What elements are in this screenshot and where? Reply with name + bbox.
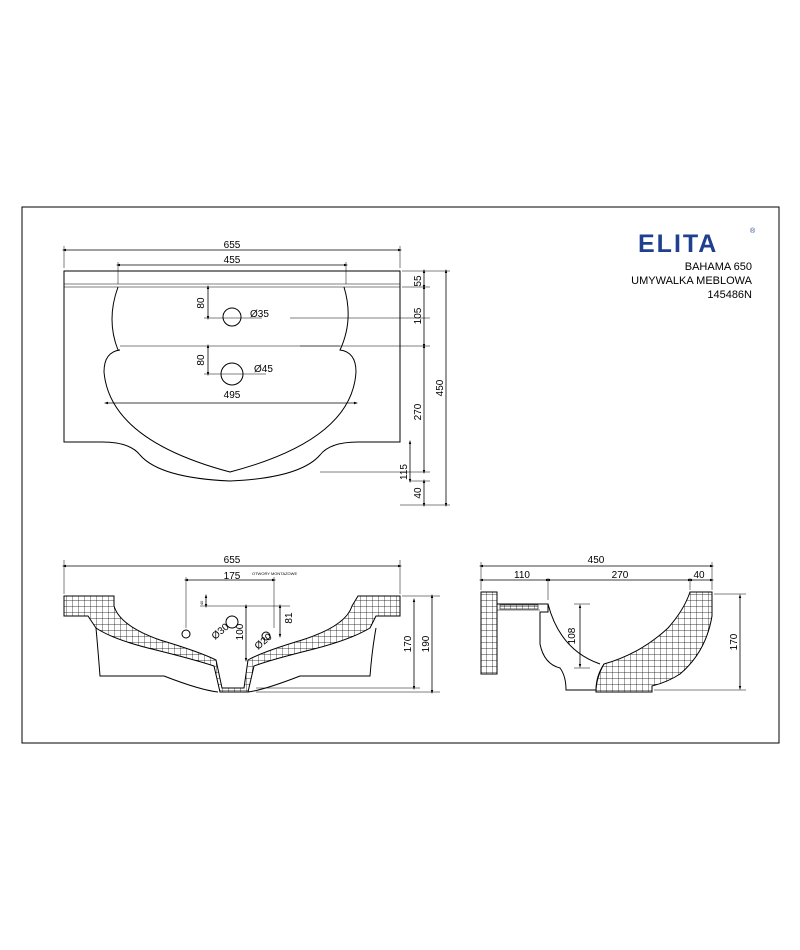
dim-80-b: 80 xyxy=(196,354,207,366)
dim-bowl-width: 495 xyxy=(224,390,241,401)
hole-20 xyxy=(261,631,271,641)
dim-depth-total: 450 xyxy=(435,379,446,396)
elita-logo: ELITA xyxy=(638,230,718,258)
dim-100-front: 100 xyxy=(235,623,246,640)
dim-side-height-170: 170 xyxy=(729,633,740,650)
front-view: 655 175 OTWORY MONTAŻOWE 40 Ø30 100 Ø20 … xyxy=(62,555,440,694)
dim-front-width: 655 xyxy=(224,555,241,566)
hole-30 xyxy=(225,615,239,629)
model-name: BAHAMA 650 xyxy=(685,261,752,273)
tap-hole xyxy=(222,307,242,327)
product-code: 145486N xyxy=(707,289,752,301)
dim-rim-depth: 55 xyxy=(413,275,424,287)
dim-width-inner: 455 xyxy=(224,255,241,266)
product-description: UMYWALKA MEBLOWA xyxy=(631,275,752,287)
hole-b-label: Ø45 xyxy=(254,364,273,375)
drawing-frame xyxy=(21,206,780,744)
dim-side-270: 270 xyxy=(612,570,629,581)
dim-height-170-front: 170 xyxy=(403,635,414,652)
side-back-hatch xyxy=(480,591,498,675)
dim-front-depth: 115 xyxy=(399,464,410,480)
dim-width-overall: 655 xyxy=(224,240,241,251)
dim-side-40: 40 xyxy=(693,570,705,581)
dim-drain-height: 108 xyxy=(567,627,578,644)
top-view-bowl xyxy=(103,286,357,473)
top-view-outline xyxy=(63,270,401,482)
dim-front-lip: 40 xyxy=(413,487,424,499)
front-section-hatch xyxy=(63,595,401,693)
hole-a-label: Ø35 xyxy=(250,309,269,320)
dim-side-110: 110 xyxy=(514,570,530,581)
dim-80-a: 80 xyxy=(196,297,207,309)
hole-20-label: Ø20 xyxy=(253,631,275,652)
side-view: 450 110 270 40 108 170 xyxy=(479,555,746,693)
dim-to-tap-hole: 105 xyxy=(413,307,424,324)
dim-81-front: 81 xyxy=(284,612,295,624)
registered-mark: ® xyxy=(750,227,756,235)
dim-height-190-front: 190 xyxy=(421,635,432,652)
dim-40-front: 40 xyxy=(199,600,204,605)
mount-holes-label: OTWORY MONTAŻOWE xyxy=(252,571,297,576)
title-block: ELITA ® BAHAMA 650 UMYWALKA MEBLOWA 1454… xyxy=(631,227,756,301)
side-bowl-hatch xyxy=(595,591,713,693)
dim-side-depth-total: 450 xyxy=(588,555,605,566)
top-view: 655 455 495 80 Ø35 80 Ø45 55 105 270 xyxy=(62,240,450,507)
dim-mount-spacing: 175 xyxy=(224,571,241,582)
dim-bowl-depth: 270 xyxy=(413,403,424,420)
mount-hole xyxy=(181,629,191,639)
hole-30-label: Ø30 xyxy=(210,621,232,642)
